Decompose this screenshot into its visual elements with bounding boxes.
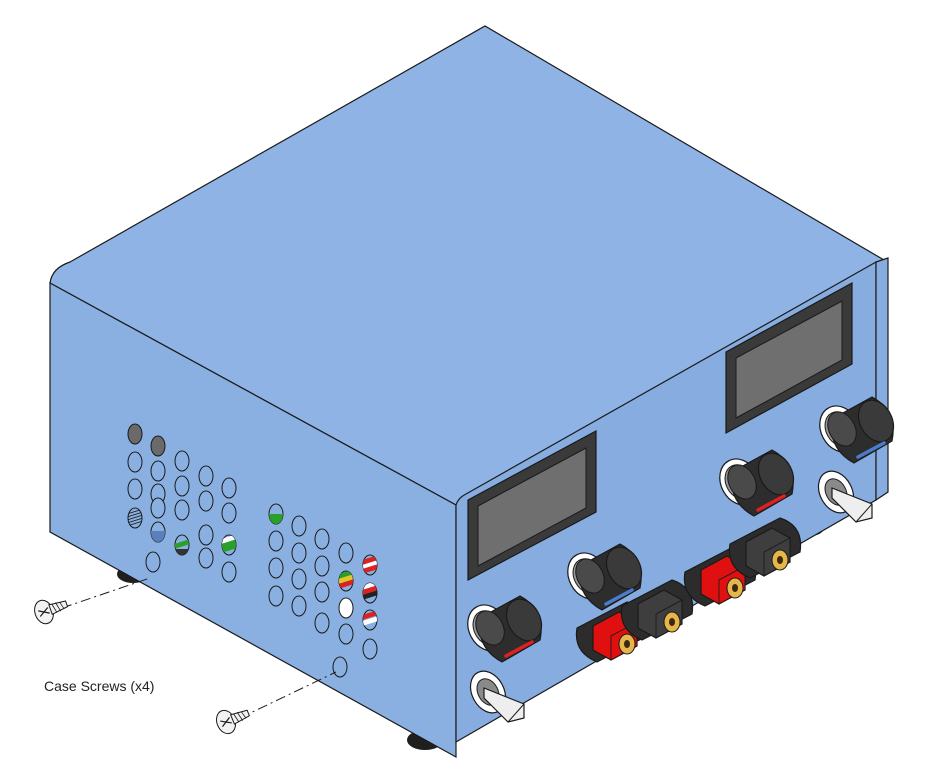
vent-hole (362, 638, 378, 660)
power-switch-left[interactable] (464, 665, 525, 723)
negative-terminal-left[interactable] (620, 579, 694, 641)
negative-terminal-right[interactable] (728, 517, 802, 579)
vent-hole (198, 547, 214, 569)
vent-hole (198, 490, 214, 512)
vent-hole (221, 561, 237, 583)
vent-hole (174, 450, 190, 472)
vent-hole (174, 475, 190, 497)
case-screws-label: Case Screws (x4) (44, 678, 155, 694)
case-front-flange (875, 257, 889, 502)
vent-hole (150, 435, 166, 457)
vent-hole (221, 502, 237, 524)
vent-hole (291, 568, 307, 590)
vent-hole (221, 477, 237, 499)
voltmeter-display-left (467, 429, 597, 581)
vent-hole (150, 521, 166, 543)
vent-hole (291, 515, 307, 537)
case-side-panel (49, 281, 457, 759)
vent-hole (338, 623, 354, 645)
voltage-knob-left[interactable] (460, 593, 548, 663)
vent-hole (338, 597, 354, 619)
vent-hole (150, 497, 166, 519)
vent-hole (362, 582, 378, 604)
vent-hole (127, 451, 143, 473)
vent-hole (150, 460, 166, 482)
vent-holes (127, 423, 378, 678)
power-switch-right[interactable] (812, 465, 873, 523)
vent-hole (198, 465, 214, 487)
case-top-panel (49, 25, 886, 506)
case-screw-bottom (216, 671, 337, 735)
vent-hole (198, 524, 214, 546)
vent-hole (268, 585, 284, 607)
vent-hole (268, 503, 284, 525)
vent-hole (174, 534, 190, 556)
current-knob-right[interactable] (812, 394, 900, 464)
vent-hole (332, 656, 348, 678)
vent-hole (127, 478, 143, 500)
vent-hole (268, 557, 284, 579)
vent-hole (174, 499, 190, 521)
case-screw-left (34, 577, 151, 625)
vent-hole (338, 570, 354, 592)
vent-hole (314, 581, 330, 603)
vent-hole (268, 530, 284, 552)
vent-hole (127, 507, 143, 529)
vent-hole (314, 528, 330, 550)
vent-hole (314, 612, 330, 634)
vent-hole (127, 423, 143, 445)
vent-hole (314, 555, 330, 577)
vent-hole (362, 609, 378, 631)
vent-hole (145, 551, 161, 573)
vent-hole (291, 595, 307, 617)
current-knob-left[interactable] (560, 541, 648, 611)
vent-hole (338, 542, 354, 564)
voltage-knob-right[interactable] (712, 447, 800, 517)
vent-hole (362, 554, 378, 576)
vent-hole (291, 542, 307, 564)
vent-hole (221, 534, 237, 556)
voltmeter-display-right (725, 281, 853, 435)
